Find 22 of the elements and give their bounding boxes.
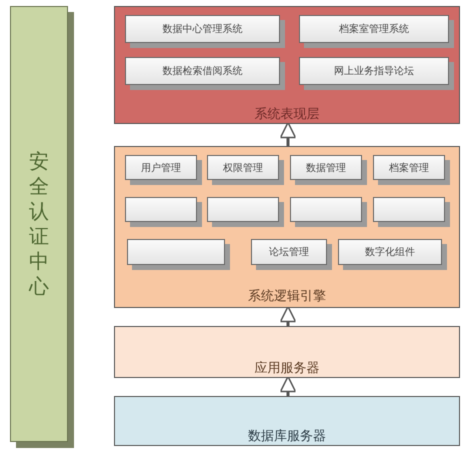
layer-panel [114,326,460,378]
layer-panel [114,6,460,124]
module-label: 论坛管理 [269,246,309,259]
module-label: 用户管理 [141,162,181,174]
arrow [280,306,296,326]
layer-title: 系统表现层 [254,107,320,122]
layer-title: 系统逻辑引擎 [248,289,326,304]
layer-title: 应用服务器 [254,361,320,376]
module-label: 数字化组件 [365,246,415,259]
module-label: 档案管理 [389,162,429,174]
module-label: 网上业务指导论坛 [334,64,414,78]
module-label: 权限管理 [223,162,263,174]
arrow [280,376,296,396]
arrow [280,122,296,146]
module-label: 数据中心管理系统 [162,22,242,36]
layer-title: 数据库服务器 [248,429,326,444]
module-label: 数据检索借阅系统 [162,64,242,78]
column-label: 安全认证中心 [29,149,49,299]
layer-panel [114,146,460,308]
layer-panel [114,396,460,446]
module-label: 档案室管理系统 [339,22,409,36]
module-label: 数据管理 [306,162,346,174]
